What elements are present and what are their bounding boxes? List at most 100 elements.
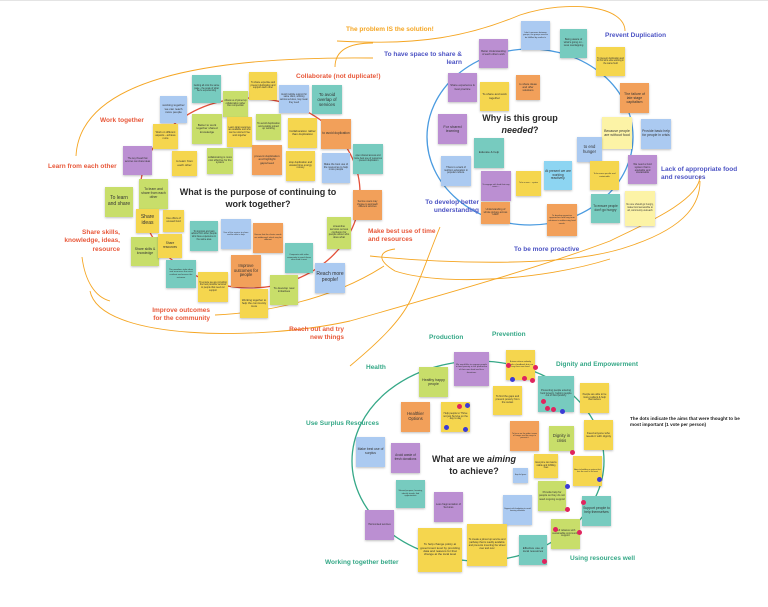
sticky-note-share-skills-knowledge[interactable]: Share skills & knowledge bbox=[131, 237, 159, 266]
sticky-note-streamline-services-so-less-confusion-fo[interactable]: streamline services so less confusion fo… bbox=[327, 217, 351, 249]
theme-label-to-develop-better-understanding: To develop better understanding bbox=[425, 199, 479, 215]
sticky-note-learn-what-resources-are-available-and-w[interactable]: Learn what resources are available and w… bbox=[227, 117, 252, 147]
sticky-note-ensure-that-the-clients-needs-are-addres[interactable]: Ensure that the clients needs are addres… bbox=[253, 223, 283, 253]
sticky-note-understanding-of-whole-picture-across-h-[interactable]: Understanding of whole picture across H&… bbox=[481, 202, 510, 224]
vote-dot-red bbox=[565, 507, 570, 512]
sticky-note-for-shared-learning[interactable]: For shared learning bbox=[438, 114, 467, 144]
vote-dot-blue bbox=[463, 427, 468, 432]
sticky-note-people-are-able-to-be-more-resilient-hel[interactable]: People are able to be more resilient & h… bbox=[580, 383, 609, 413]
theme-label-prevention: Prevention bbox=[492, 331, 526, 338]
sticky-note-provide-help-for-people-so-they-do-not-n[interactable]: Provide help for people so they do not n… bbox=[538, 481, 566, 511]
sticky-note-prevent-duplication-and-highlight-gaps-n[interactable]: prevent duplication and highlight gaps/n… bbox=[252, 145, 282, 175]
sticky-note-use-of-the-service-to-share-and-be-able-[interactable]: Use of the service to share and be able … bbox=[221, 219, 251, 249]
sticky-note-share-resources[interactable]: Share resources bbox=[158, 234, 182, 258]
sticky-note-the-failure-of-late-stage-capitalism[interactable]: The failure of late stage capitalism bbox=[620, 83, 649, 113]
sticky-note-preventing-people-entering-food-poverty-[interactable]: Preventing people entering food poverty,… bbox=[538, 376, 574, 412]
sticky-note-use-offers-of-unused-food[interactable]: Use offers of unused food bbox=[163, 210, 184, 232]
sticky-note-to-share-expertise-and-prevent-duplicati[interactable]: To share expertise and prevent duplicati… bbox=[249, 72, 277, 100]
sticky-note-there-is-a-lack-of-nutrition-education-i[interactable]: There is a lack of nutrition education i… bbox=[441, 156, 471, 186]
sticky-note-educate-help[interactable]: Educate & help bbox=[474, 138, 504, 168]
sticky-note-cooperate-with-wider-community-to-reach-[interactable]: Cooperate with wider community to reach … bbox=[285, 243, 313, 273]
sticky-note-to-avoid-overlap-of-services[interactable]: To avoid overlap of services bbox=[312, 85, 342, 114]
sticky-note-the-key-thread-that-services-can-share-i[interactable]: The key thread that services can share i… bbox=[123, 146, 152, 175]
sticky-note-we-need-a-food-system-that-is-equitable-[interactable]: We need a food system that is equitable … bbox=[628, 155, 657, 184]
connector-problem bbox=[336, 6, 626, 43]
vote-dot-red bbox=[541, 399, 546, 404]
sticky-note-everyone-can-lead-a-stable-and-fulfillin[interactable]: Everyone can lead a stable and fulfillin… bbox=[534, 454, 558, 478]
sticky-note-to-help-change-policy-at-government-leve[interactable]: To help change policy at government leve… bbox=[418, 528, 462, 572]
sticky-note-to-focus-on-the-wider-issues-of-hunger-a[interactable]: To focus on the wider issues of hunger a… bbox=[510, 421, 539, 451]
sticky-note-provide-basic-help-for-people-in-crisis[interactable]: Provide basic help for people in crisis bbox=[641, 119, 671, 149]
vote-dot-blue bbox=[565, 484, 570, 489]
sticky-note-to-ensure-we-are-providing-the-best-poss[interactable]: To ensure we are providing the best poss… bbox=[198, 272, 228, 302]
cluster2-question: Why is this group needed? bbox=[470, 112, 570, 136]
sticky-note-to-signpost-and-gain-advice-from-other-p[interactable]: To signpost and gain advice from other p… bbox=[190, 221, 218, 251]
sticky-note-to-learn-and-share[interactable]: To learn and share bbox=[105, 187, 133, 217]
vote-dot-red bbox=[577, 530, 582, 535]
sticky-note-service-users-may-choose-to-approach-dif[interactable]: Service users may choose to approach dif… bbox=[353, 190, 382, 220]
sticky-note-avoid-multiple-support-for-same-client-w[interactable]: Avoid multiple support for same client, … bbox=[279, 85, 309, 113]
sticky-note-shared-purpose-learning-identify-trends-[interactable]: Shared purpose, learning, identify trend… bbox=[396, 480, 425, 508]
sticky-note-at-present-we-are-working-reactively[interactable]: At present we are working reactively. bbox=[544, 161, 572, 190]
sticky-note-avoid-waste-of-fresh-donations[interactable]: Avoid waste of fresh donations bbox=[391, 443, 420, 473]
sticky-note-because-people-are-without-food[interactable]: Because people are without food bbox=[602, 117, 632, 149]
sticky-note-to-learn-and-share-from-each-other[interactable]: To learn and share from each other bbox=[139, 179, 168, 209]
sticky-note-to-end-hunger[interactable]: to end hunger bbox=[577, 137, 602, 162]
sticky-note-to-avoid-duplication[interactable]: to avoid duplication bbox=[321, 119, 351, 149]
sticky-note-support-with-budgeting-to-avoid-housing-[interactable]: Support with budgeting to avoid housing … bbox=[503, 495, 532, 525]
sticky-note-to-be-more-specific-and-sustainable[interactable]: To be more specific and sustainable bbox=[590, 161, 619, 190]
sticky-note-we-would-like-to-engage-people-in-food-p[interactable]: We would like to engage people in food p… bbox=[454, 352, 489, 386]
connector-understanding bbox=[349, 226, 441, 367]
cluster1-question: What is the purpose of continuing to wor… bbox=[179, 187, 337, 210]
sticky-note-make-best-use-of-surplus[interactable]: Make best use of surplus bbox=[356, 437, 385, 467]
sticky-note-working-together-we-can-reach-more-peopl[interactable]: working together we can reach more peopl… bbox=[160, 96, 187, 123]
sticky-note-to-ensure-people-don-t-go-hungry[interactable]: To ensure people don't go hungry bbox=[591, 194, 620, 223]
sticky-note-healthy-happy-people[interactable]: Healthy happy people bbox=[419, 367, 448, 397]
sticky-note-i-don-t-measure-between-groups-the-group[interactable]: I don't measure between groups, the grou… bbox=[521, 21, 550, 50]
sticky-note-to-develop-proactive-approaches-and-long[interactable]: To develop proactive approaches and long… bbox=[547, 204, 577, 236]
sticky-note-work-on-different-aspects-achieve-more[interactable]: Work on different aspects - achieve more bbox=[153, 124, 178, 149]
connector-share bbox=[81, 256, 111, 302]
sticky-note-feed-anyone-who-needs-it-with-dignity[interactable]: Feed anyone who needs it with dignity bbox=[584, 420, 613, 450]
sticky-note-open-shared-access-and-more-best-use-of-[interactable]: open shared access and more best use of … bbox=[353, 144, 383, 174]
connector-make-best bbox=[381, 248, 611, 281]
sticky-note-harmonised-services[interactable]: Harmonised services bbox=[365, 510, 394, 540]
sticky-note-share-ideas[interactable]: Share ideas bbox=[136, 209, 159, 233]
sticky-note-healthier-options[interactable]: Healthier Options bbox=[401, 402, 430, 432]
sticky-note-better-to-work-together-shared-knowledge[interactable]: Better to work together shared knowledge bbox=[192, 114, 222, 144]
sticky-note-to-prevent-duplication-and-to-find-who-e[interactable]: To prevent duplication and to find who e… bbox=[596, 47, 625, 76]
vote-dot-red bbox=[581, 500, 586, 505]
sticky-note-to-learn-from-each-other[interactable]: to learn from each other bbox=[172, 151, 197, 176]
vote-dot-blue bbox=[444, 425, 449, 430]
sticky-note-less-fragmentation-of-services[interactable]: Less fragmentation of Services bbox=[434, 492, 463, 522]
sticky-note-working-together-to-help-the-community-m[interactable]: Working together to help the community m… bbox=[240, 289, 268, 318]
sticky-note-hope-for-figures[interactable]: Hope for figures bbox=[513, 468, 528, 483]
sticky-note-collaboration-rather-than-duplication[interactable]: Collaboration rather than duplication bbox=[288, 118, 317, 148]
sticky-note-no-one-should-go-hungry-make-food-access[interactable]: No one should go hungry, make food acces… bbox=[625, 191, 655, 226]
sticky-note-to-develop-new-initiatives[interactable]: To develop new initiatives bbox=[270, 275, 298, 305]
sticky-note-to-avoid-duplication-and-enable-joined-u[interactable]: To avoid duplication and enable joined u… bbox=[256, 114, 281, 140]
sticky-note-to-share-ideas-and-offer-solutions[interactable]: to share ideas and offer solutions bbox=[516, 75, 540, 100]
sticky-note-being-aware-of-what-s-going-on-less-over[interactable]: Being aware of what's going on - Less ov… bbox=[560, 29, 587, 58]
sticky-note-share-experience-best-practice[interactable]: Share experience & best practice bbox=[448, 73, 477, 102]
sticky-note-dignity-in-crisis[interactable]: Dignity in crisis bbox=[549, 426, 574, 451]
sticky-note-to-share-and-work-together[interactable]: To share and work together bbox=[480, 82, 509, 111]
sticky-note-to-be-a-more-system[interactable]: To be a more ... system bbox=[516, 171, 541, 196]
sticky-note-allows-us-of-joined-up-collaboration-rat[interactable]: Allows us of joined up collaboration rat… bbox=[223, 91, 248, 117]
sticky-note-to-create-a-joined-up-service-and-pathwa[interactable]: To create a joined up service and pathwa… bbox=[467, 524, 507, 566]
sticky-note-to-engage-with-food-that-may-seem[interactable]: To engage with food that may seem ... bbox=[481, 171, 511, 201]
sticky-note-to-find-the-gaps-and-prevent-poverty-fro[interactable]: To find the gaps and prevent poverty fro… bbox=[493, 386, 522, 415]
sticky-note-self-reliance-with-sustainable-community[interactable]: Self reliance with sustainable community… bbox=[551, 519, 580, 549]
sticky-note-improve-outcomes-for-people[interactable]: Improve outcomes for people bbox=[231, 255, 261, 287]
sticky-note-better-understanding-of-each-others-work[interactable]: Better Understanding of each others work bbox=[479, 39, 508, 68]
sticky-note-reach-more-people[interactable]: Reach more people! bbox=[315, 263, 345, 293]
sticky-note-the-members-take-ideas-and-resources-the[interactable]: The members take ideas and resources the… bbox=[166, 260, 196, 288]
vote-dot-red bbox=[530, 378, 535, 383]
sticky-note-collaborating-is-more-cost-effective-for[interactable]: collaborating is more cost effective for… bbox=[207, 148, 233, 174]
sticky-note-stop-duplication-and-wasted-time-energy-[interactable]: stop duplication and wasted time energy … bbox=[286, 151, 315, 181]
sticky-note-make-the-best-use-of-the-resources-to-he[interactable]: Make the best use of the resources to he… bbox=[322, 153, 350, 183]
theme-label-share-skills-knowledge-ideas-resource: Share skills, knowledge, ideas, resource bbox=[64, 229, 120, 253]
sticky-note-support-people-to-help-themselves[interactable]: Support people to help themselves bbox=[582, 496, 611, 526]
sticky-note-getting-all-onto-the-same-page-the-scale[interactable]: Getting all onto the same page - the sca… bbox=[192, 75, 221, 103]
